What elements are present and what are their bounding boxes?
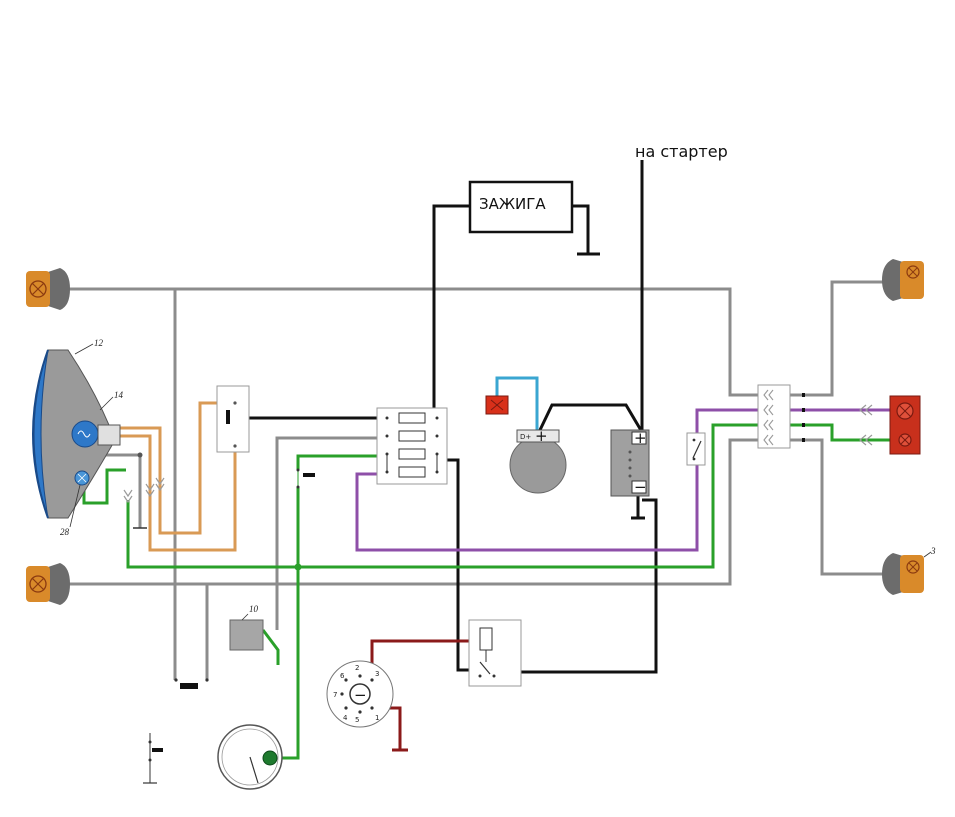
front-left-turn-lamp bbox=[26, 268, 70, 310]
wire-gray-right-rear-turn bbox=[790, 438, 885, 576]
bottom-connector bbox=[174, 678, 209, 689]
part-number-headlight: 12 bbox=[94, 338, 104, 348]
battery: + − bbox=[610, 429, 650, 497]
ignition-pin-5: 5 bbox=[355, 716, 359, 724]
ignition-box: ЗАЖИГА bbox=[468, 180, 574, 234]
wire-green-main bbox=[126, 423, 760, 569]
wire-black-battery-relay bbox=[520, 498, 658, 674]
ignition-label: ЗАЖИГА bbox=[479, 195, 546, 213]
wire-green-speedo bbox=[278, 487, 300, 760]
wire-green-regulator bbox=[261, 629, 280, 665]
fuse-block bbox=[376, 407, 448, 485]
green-junction bbox=[294, 563, 302, 571]
generator-plus-terminal: + bbox=[535, 427, 548, 445]
orange-wires bbox=[120, 401, 237, 552]
generator: D+ + bbox=[485, 395, 567, 494]
rear-tail-lamp bbox=[889, 395, 921, 455]
wire-green-fuse bbox=[296, 454, 380, 470]
horn-switch bbox=[296, 468, 315, 489]
rear-junction-block bbox=[757, 384, 805, 449]
wire-gray-rear-left-turn bbox=[68, 438, 760, 586]
ignition-pin-4: 4 bbox=[343, 714, 348, 722]
ignition-center-terminal: − bbox=[354, 686, 367, 704]
rear-right-turn-lamp: 3 bbox=[882, 546, 936, 595]
headlight: 12 14 28 bbox=[32, 338, 124, 537]
part-number-regulator: 10 bbox=[249, 604, 259, 614]
part-number-bulb: 14 bbox=[114, 390, 124, 400]
tail-connectors bbox=[859, 404, 873, 446]
rear-left-turn-lamp bbox=[26, 563, 70, 605]
ignition-pin-3: 3 bbox=[375, 670, 379, 678]
wire-black-ignition-ground bbox=[572, 204, 590, 254]
horn-button bbox=[143, 733, 163, 784]
wire-black-fuse-relay bbox=[434, 458, 470, 672]
wire-black-ignition bbox=[432, 204, 470, 460]
purple-wires bbox=[355, 408, 892, 552]
wire-green-rear-lamp bbox=[790, 423, 892, 442]
ignition-switch: − 1 2 3 4 5 6 7 bbox=[326, 660, 394, 728]
wire-gray-to-fuse bbox=[275, 436, 380, 630]
ignition-pin-6: 6 bbox=[340, 672, 345, 680]
wire-cyan-generator bbox=[495, 376, 539, 430]
voltage-regulator: 10 bbox=[229, 604, 264, 651]
wire-purple-stop bbox=[355, 408, 760, 552]
wire-green-parking bbox=[82, 468, 126, 505]
speedometer bbox=[217, 724, 283, 790]
wire-gray-horn-box bbox=[97, 453, 142, 528]
ignition-pin-7: 7 bbox=[333, 691, 337, 699]
generator-d-terminal: D+ bbox=[520, 433, 531, 441]
battery-plus-terminal: + bbox=[634, 429, 647, 447]
speedometer-lamp bbox=[262, 750, 278, 766]
wire-orange-1 bbox=[120, 401, 225, 535]
gray-wires bbox=[68, 280, 885, 680]
starter-label: на стартер bbox=[635, 142, 728, 161]
ignition-pin-1: 1 bbox=[375, 714, 379, 722]
wire-orange-2 bbox=[120, 434, 237, 552]
wire-gray-right-front-turn bbox=[790, 280, 885, 397]
stop-switch bbox=[686, 432, 706, 466]
green-wires bbox=[82, 423, 892, 760]
light-switch bbox=[216, 385, 250, 453]
battery-minus-terminal: − bbox=[634, 478, 647, 496]
part-number-rear-turn: 3 bbox=[930, 546, 936, 556]
main-bulb bbox=[71, 420, 99, 448]
starter-relay bbox=[468, 619, 522, 687]
ignition-pin-2: 2 bbox=[355, 664, 359, 672]
wire-gray-front-left-turn bbox=[68, 287, 760, 397]
part-number-parking: 28 bbox=[60, 527, 70, 537]
headlight-connectors bbox=[123, 477, 165, 504]
front-right-turn-lamp bbox=[882, 259, 924, 301]
black-wires bbox=[232, 160, 658, 674]
wire-black-gen-battery bbox=[538, 403, 644, 433]
